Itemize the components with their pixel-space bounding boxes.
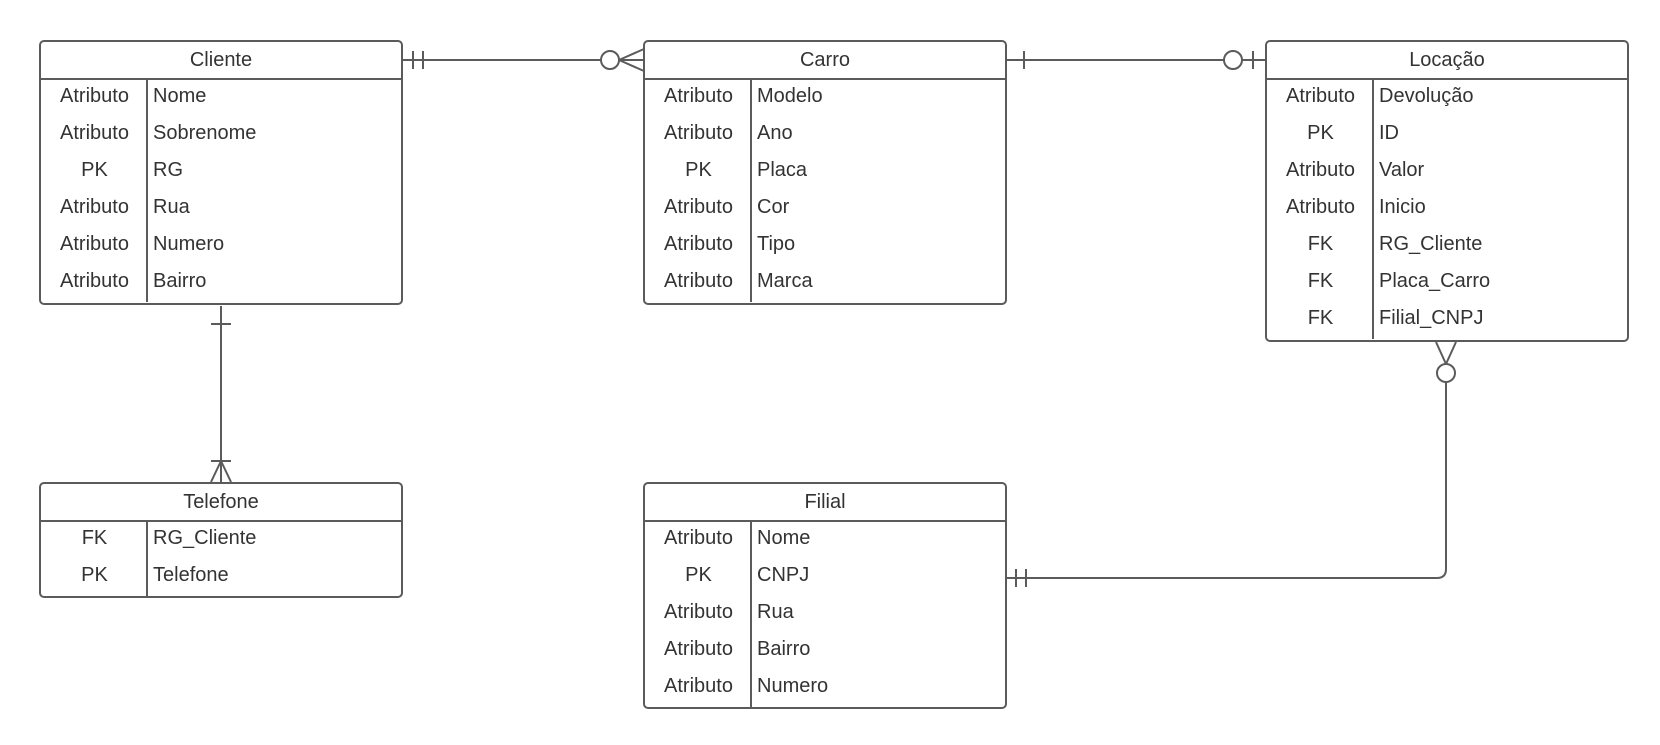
attribute-row: PK Placa <box>645 154 1005 191</box>
entity-cliente[interactable]: Cliente Atributo Nome Atributo Sobrenome… <box>39 40 403 305</box>
attribute-key: FK <box>81 527 108 549</box>
attribute-row: Atributo Marca <box>645 265 1005 302</box>
attribute-name: Valor <box>1379 159 1425 181</box>
attribute-name: Rua <box>153 196 190 218</box>
attribute-name: RG_Cliente <box>153 527 257 549</box>
attribute-key: Atributo <box>60 196 129 218</box>
attribute-row: Atributo Ano <box>645 117 1005 154</box>
attribute-row: Atributo Numero <box>41 228 401 265</box>
attribute-row: Atributo Rua <box>645 596 1005 633</box>
attribute-name: Tipo <box>757 233 796 255</box>
attribute-key: FK <box>1307 233 1334 255</box>
attribute-row: FK Placa_Carro <box>1267 265 1627 302</box>
attribute-name: Ano <box>757 122 793 144</box>
attribute-name: Nome <box>153 85 207 107</box>
attribute-key: Atributo <box>664 85 733 107</box>
entity-filial[interactable]: Filial Atributo Nome PK CNPJ Atributo Ru… <box>643 482 1007 709</box>
attribute-key: Atributo <box>60 233 129 255</box>
attribute-key: FK <box>1307 270 1334 292</box>
attribute-key: Atributo <box>664 196 733 218</box>
attribute-row: FK RG_Cliente <box>1267 228 1627 265</box>
entity-title: Cliente <box>41 42 401 80</box>
attribute-row: Atributo Nome <box>645 522 1005 559</box>
attribute-row: Atributo Cor <box>645 191 1005 228</box>
attribute-row: Atributo Valor <box>1267 154 1627 191</box>
attribute-key: Atributo <box>60 270 129 292</box>
attribute-row: FK RG_Cliente <box>41 522 401 559</box>
attribute-row: PK ID <box>1267 117 1627 154</box>
attribute-name: Numero <box>757 675 829 697</box>
attribute-row: Atributo Inicio <box>1267 191 1627 228</box>
attribute-row: FK Filial_CNPJ <box>1267 302 1627 339</box>
attribute-row: Atributo Rua <box>41 191 401 228</box>
attribute-key: Atributo <box>60 122 129 144</box>
attribute-name: Placa_Carro <box>1379 270 1491 292</box>
attribute-row: Atributo Sobrenome <box>41 117 401 154</box>
connector-filial-locacao <box>1006 341 1457 587</box>
attribute-row: PK RG <box>41 154 401 191</box>
attribute-name: Sobrenome <box>153 122 257 144</box>
attribute-name: Telefone <box>153 564 229 586</box>
attribute-name: Devolução <box>1379 85 1474 107</box>
attribute-name: ID <box>1379 122 1399 144</box>
attribute-name: Modelo <box>757 85 823 107</box>
attribute-name: CNPJ <box>757 564 810 586</box>
attribute-key: Atributo <box>664 527 733 549</box>
attribute-row: Atributo Bairro <box>645 633 1005 670</box>
attribute-key: Atributo <box>664 638 733 660</box>
entity-title: Filial <box>645 484 1005 522</box>
attribute-name: Placa <box>757 159 808 181</box>
entity-title: Telefone <box>41 484 401 522</box>
connector-cliente-telefone <box>210 306 232 483</box>
attribute-key: FK <box>1307 307 1334 329</box>
entity-locacao[interactable]: Locação Atributo Devolução PK ID Atribut… <box>1265 40 1629 342</box>
attribute-name: Bairro <box>153 270 207 292</box>
attribute-name: RG_Cliente <box>1379 233 1483 255</box>
attribute-name: Cor <box>757 196 790 218</box>
attribute-key: PK <box>685 564 712 586</box>
entity-title: Locação <box>1267 42 1627 80</box>
entity-title: Carro <box>645 42 1005 80</box>
attribute-row: Atributo Nome <box>41 80 401 117</box>
attribute-name: Bairro <box>757 638 811 660</box>
attribute-row: Atributo Modelo <box>645 80 1005 117</box>
attribute-name: Numero <box>153 233 225 255</box>
attribute-key: PK <box>81 564 108 586</box>
attribute-key: Atributo <box>664 601 733 623</box>
attribute-row: PK CNPJ <box>645 559 1005 596</box>
attribute-key: Atributo <box>1286 85 1355 107</box>
attribute-key: PK <box>81 159 108 181</box>
attribute-row: Atributo Devolução <box>1267 80 1627 117</box>
attribute-name: Marca <box>757 270 813 292</box>
attribute-key: Atributo <box>664 675 733 697</box>
attribute-key: Atributo <box>1286 159 1355 181</box>
attribute-key: Atributo <box>1286 196 1355 218</box>
attribute-name: Inicio <box>1379 196 1426 218</box>
attribute-row: Atributo Tipo <box>645 228 1005 265</box>
attribute-name: Rua <box>757 601 794 623</box>
attribute-name: Filial_CNPJ <box>1379 307 1484 329</box>
attribute-key: PK <box>1307 122 1334 144</box>
attribute-row: Atributo Bairro <box>41 265 401 302</box>
connector-cliente-carro <box>403 48 645 72</box>
attribute-key: Atributo <box>664 233 733 255</box>
attribute-name: Nome <box>757 527 811 549</box>
attribute-key: PK <box>685 159 712 181</box>
attribute-row: PK Telefone <box>41 559 401 596</box>
attribute-name: RG <box>153 159 183 181</box>
entity-telefone[interactable]: Telefone FK RG_Cliente PK Telefone <box>39 482 403 598</box>
attribute-key: Atributo <box>664 122 733 144</box>
attribute-row: Atributo Numero <box>645 670 1005 707</box>
entity-carro[interactable]: Carro Atributo Modelo Atributo Ano PK Pl… <box>643 40 1007 305</box>
attribute-key: Atributo <box>60 85 129 107</box>
connector-carro-locacao <box>1007 50 1265 70</box>
attribute-key: Atributo <box>664 270 733 292</box>
